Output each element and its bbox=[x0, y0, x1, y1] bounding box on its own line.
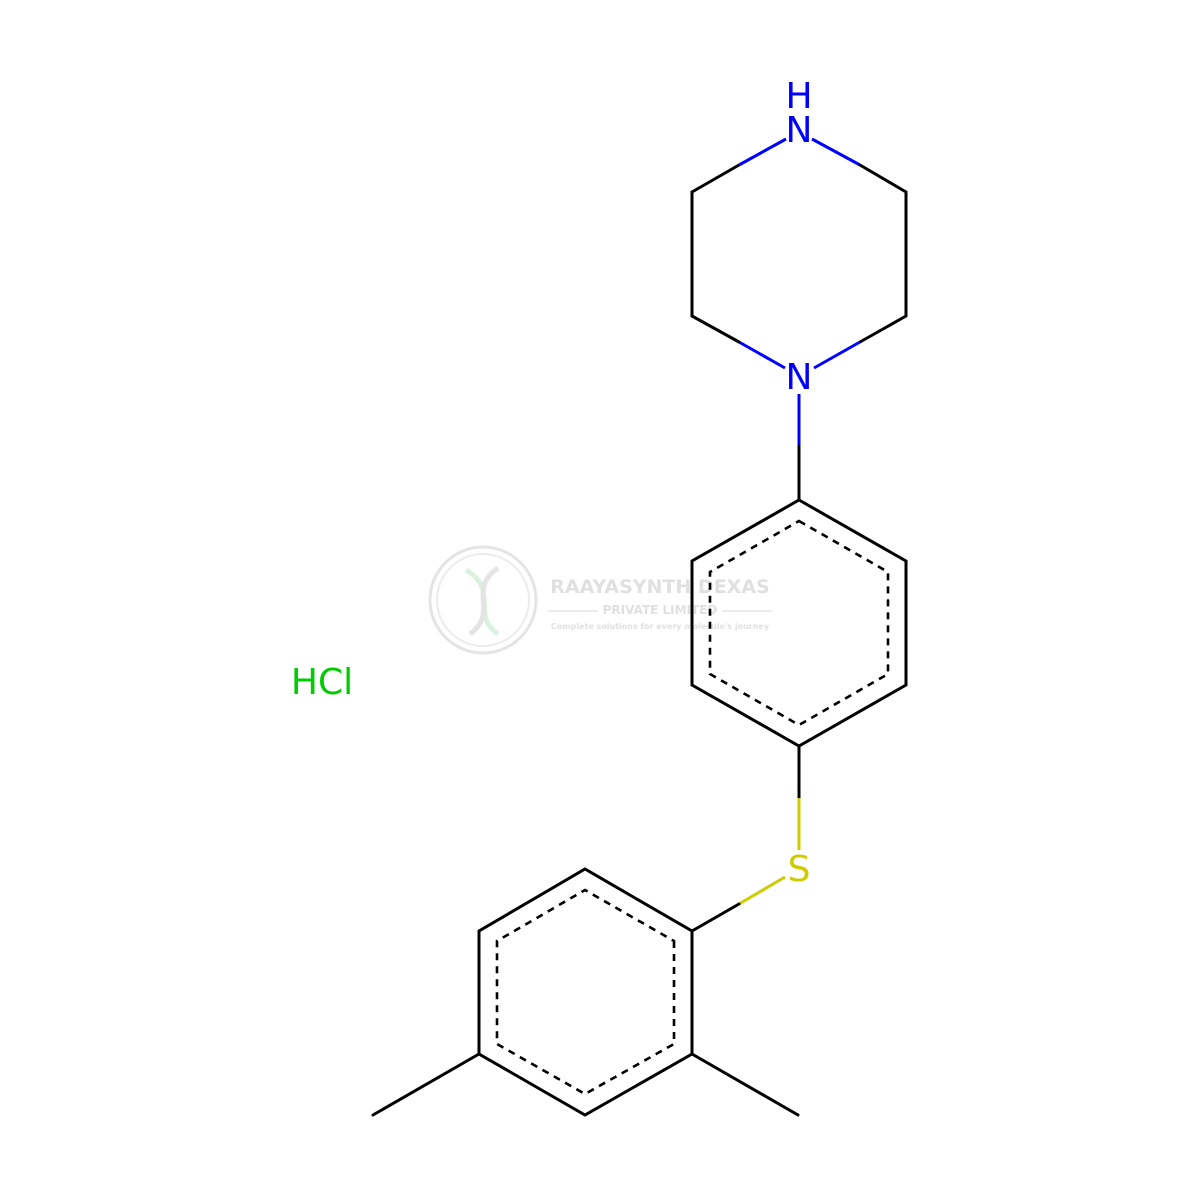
counterion-hcl-label: HCl bbox=[291, 662, 353, 703]
watermark-logo-inner-ring bbox=[436, 553, 530, 647]
piperazine-ring bbox=[690, 137, 908, 370]
atom-s-label: S bbox=[788, 849, 811, 890]
atom-nh-label: N bbox=[786, 110, 813, 151]
watermark-company-name: RAAYASYNTH DEXAS bbox=[550, 576, 769, 598]
watermark-tagline: Complete solutions for every molecule's … bbox=[551, 622, 770, 631]
xylyl-outline bbox=[477, 867, 694, 1117]
watermark-company-subtitle: PRIVATE LIMITED bbox=[603, 603, 718, 617]
phenyl-top-aromatic-circle bbox=[708, 519, 890, 727]
bond-n1-c-left-blue bbox=[738, 340, 786, 370]
xylyl-aromatic-circle bbox=[495, 888, 676, 1096]
bond-s-xylyl-black bbox=[690, 902, 741, 933]
watermark: RAAYASYNTH DEXAS PRIVATE LIMITED Complet… bbox=[428, 545, 772, 655]
bond-c-nh-left-black bbox=[690, 163, 741, 194]
bond-n1-c-left-black bbox=[690, 314, 741, 344]
watermark-helix-strand-icon bbox=[468, 565, 500, 637]
bond-c-n1-right-blue bbox=[813, 340, 861, 370]
bond-nh-c-right-blue bbox=[811, 137, 861, 167]
bond-s-xylyl-yellow bbox=[738, 875, 786, 906]
bond-methyl-ortho bbox=[690, 1052, 800, 1117]
dimethylphenyl-ring bbox=[477, 867, 694, 1117]
bond-c-n1-right-black bbox=[858, 314, 908, 344]
atom-h-label: H bbox=[785, 76, 812, 117]
bond-methyl-para bbox=[371, 1052, 481, 1117]
atom-n1-label: N bbox=[786, 357, 813, 398]
bond-nh-c-right-black bbox=[858, 163, 908, 194]
watermark-logo-ring bbox=[428, 545, 538, 655]
bond-c-nh-left-blue bbox=[738, 137, 787, 167]
